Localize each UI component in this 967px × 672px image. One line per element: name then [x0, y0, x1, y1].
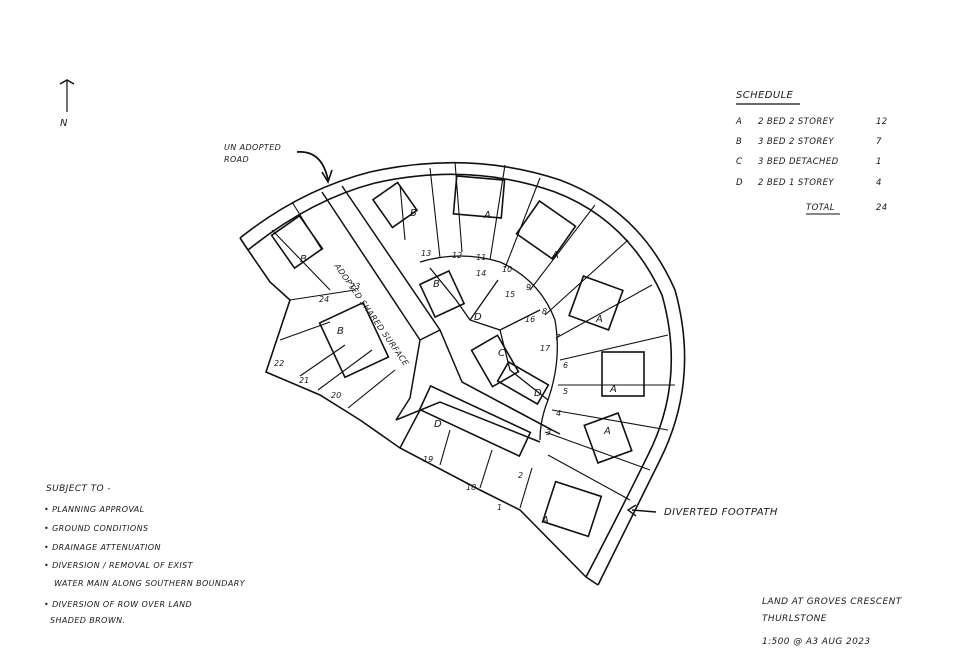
- plot-24: 24: [319, 295, 329, 304]
- condition-item: • Diversion of row over land: [44, 600, 193, 609]
- plot-13: 13: [421, 249, 431, 258]
- plot-type-letter: A: [603, 426, 611, 437]
- plot-18: 18: [466, 483, 476, 492]
- plot-21: 21: [299, 376, 309, 385]
- plot-type-letters: A A A A A A B B B B C D D D: [300, 208, 617, 526]
- plot-6: 6: [563, 361, 568, 370]
- plot-type-letter: A: [541, 515, 549, 526]
- plot-2: 2: [518, 471, 523, 480]
- condition-item: • Drainage attenuation: [44, 543, 161, 552]
- condition-item: water main along southern boundary: [54, 579, 245, 588]
- plot-type-letter: B: [433, 279, 440, 290]
- plot-type-letter: D: [434, 419, 442, 430]
- plot-type-letter: D: [534, 388, 542, 399]
- schedule-row: D 2 Bed 1 Storey 4: [736, 178, 882, 188]
- plot-type-letter: A: [551, 250, 559, 261]
- plot-12: 12: [452, 251, 462, 260]
- schedule-title: Schedule: [736, 90, 794, 101]
- plot-type-letter: A: [483, 210, 491, 221]
- plot-4: 4: [556, 409, 561, 418]
- plot-17: 17: [540, 344, 551, 353]
- plot-10: 10: [502, 265, 512, 274]
- plot-type-letter: A: [609, 384, 617, 395]
- plot-22: 22: [274, 359, 284, 368]
- inner-ring: [419, 255, 558, 441]
- plot-7: 7: [555, 333, 561, 342]
- schedule-row: B 3 Bed 2 Storey 7: [736, 137, 882, 147]
- condition-item: • Planning approval: [44, 505, 145, 514]
- condition-item: • Diversion / removal of exist: [44, 561, 193, 570]
- plot-11: 11: [476, 253, 486, 262]
- plot-type-letter: D: [474, 312, 482, 323]
- plot-1: 1: [497, 503, 502, 512]
- plot-type-letter: B: [410, 208, 417, 219]
- schedule-row: A 2 Bed 2 Storey 12: [736, 117, 888, 127]
- shared-surface-road: [321, 185, 561, 449]
- schedule-row: C 3 Bed Detached 1: [736, 157, 882, 167]
- plot-numbers: 1 2 3 4 5 6 7 8 9 10 11 12 13 14 15 16 1…: [274, 249, 568, 512]
- plot-23: 23: [350, 282, 360, 291]
- condition-item: • Ground conditions: [44, 524, 149, 533]
- condition-item: shaded brown.: [50, 616, 126, 625]
- plot-8: 8: [542, 307, 547, 316]
- title-line-2: Thurlstone: [762, 614, 827, 624]
- conditions-heading: Subject to -: [46, 484, 111, 494]
- footpath-leader: [631, 509, 657, 513]
- diverted-footpath-label: Diverted Footpath: [664, 507, 778, 518]
- schedule-total: Total 24: [806, 203, 888, 213]
- title-line-3: 1:500 @ A3 Aug 2023: [762, 637, 871, 647]
- plot-16: 16: [525, 315, 535, 324]
- plot-20: 20: [331, 391, 341, 400]
- house-footprints: [270, 175, 645, 538]
- plot-3: 3: [546, 428, 551, 437]
- title-line-1: Land at Groves Crescent: [762, 597, 902, 607]
- plot-type-letter: B: [300, 254, 307, 265]
- unadopted-road-label: Un adopted Road: [224, 143, 282, 164]
- plot-19: 19: [423, 455, 433, 464]
- plot-type-letter: B: [337, 326, 344, 337]
- plot-5: 5: [563, 387, 568, 396]
- north-arrow-icon: [59, 79, 75, 112]
- site-boundary: [239, 161, 686, 586]
- plot-14: 14: [476, 269, 486, 278]
- road-note-leader: [296, 151, 329, 181]
- north-label: N: [60, 118, 68, 129]
- plot-type-letter: C: [498, 348, 505, 359]
- plot-type-letter: A: [595, 314, 603, 325]
- plot-9: 9: [526, 283, 531, 292]
- plot-15: 15: [505, 290, 515, 299]
